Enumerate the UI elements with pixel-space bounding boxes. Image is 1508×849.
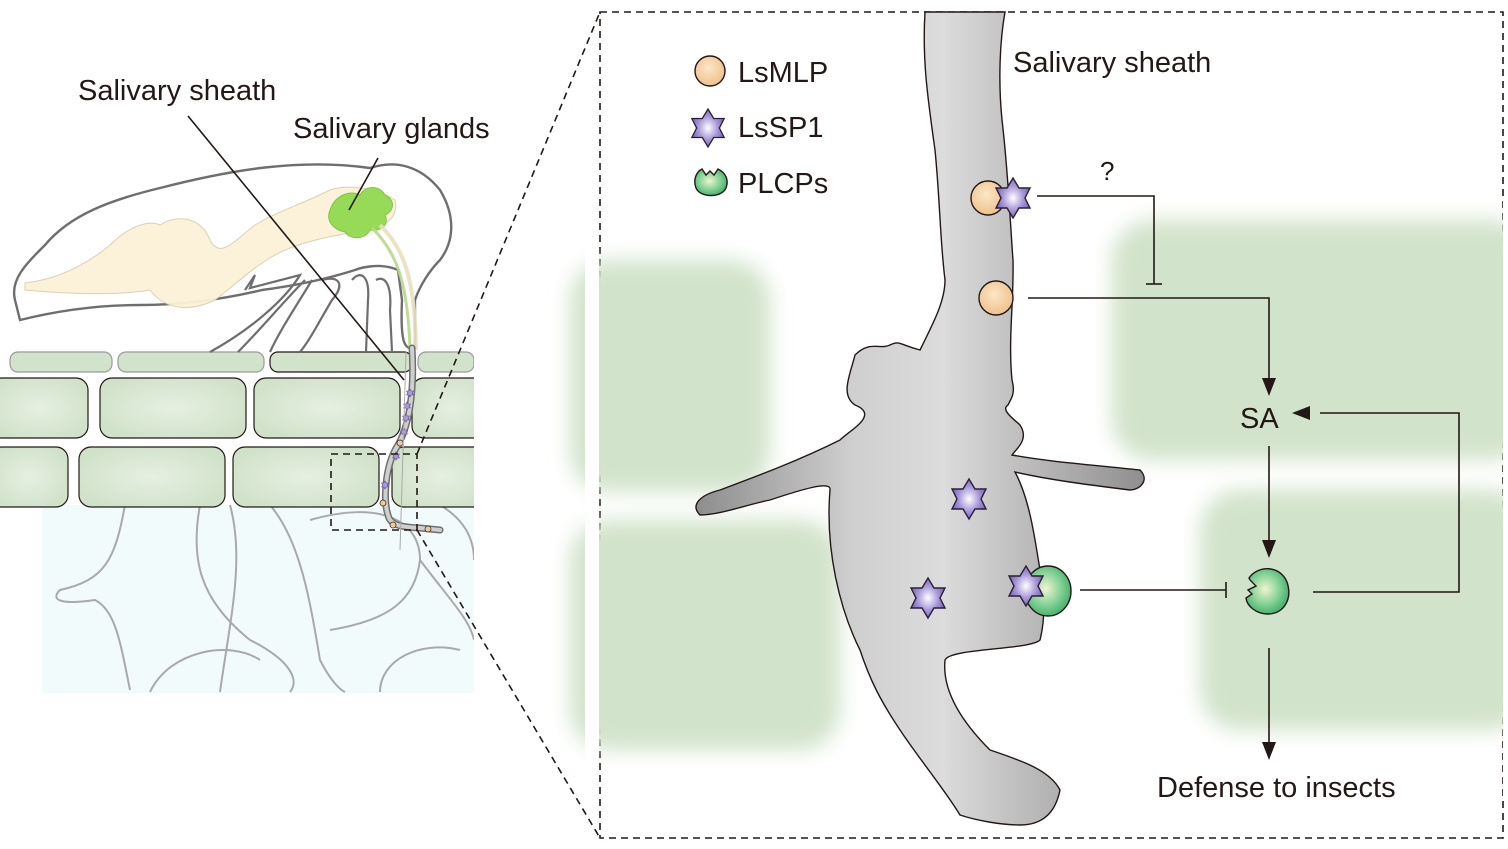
insect-illustration bbox=[12, 163, 453, 353]
legend-label-lsmlp: LsMLP bbox=[738, 57, 828, 89]
mesophyll-cell-outlines bbox=[55, 504, 475, 693]
node-defense-to-insects: Defense to insects bbox=[1157, 772, 1396, 804]
salivary-gland-shape bbox=[328, 187, 393, 239]
legend-label-plcps: PLCPs bbox=[738, 168, 828, 200]
arrow-lsmlp-to-sa bbox=[1028, 297, 1270, 380]
lsmlp-molecule bbox=[970, 180, 1006, 216]
inhibition-line-lssp1-to-lsmlp bbox=[1037, 195, 1155, 284]
label-salivary-glands: Salivary glands bbox=[293, 113, 490, 145]
lsmlp-legend-icon bbox=[694, 55, 726, 87]
salivary-sheath-pointer bbox=[187, 115, 405, 381]
pathway-lines bbox=[1028, 195, 1460, 750]
plant-cells bbox=[0, 351, 493, 508]
blurred-plant-cells bbox=[570, 220, 1508, 750]
plcp-node-icon bbox=[1245, 568, 1290, 615]
arrowheads bbox=[1262, 378, 1310, 760]
zoom-region-box bbox=[330, 453, 418, 531]
label-salivary-sheath-left: Salivary sheath bbox=[78, 75, 276, 107]
question-mark: ? bbox=[1100, 156, 1114, 186]
salivary-glands-pointer bbox=[348, 157, 379, 211]
legend: LsMLP LsSP1 PLCPs bbox=[691, 55, 828, 200]
feedback-plcps-to-sa bbox=[1313, 412, 1460, 593]
salivary-sheath-shape bbox=[695, 11, 1145, 826]
left-panel: Salivary sheath Salivary glands bbox=[0, 11, 601, 839]
mesophyll-region bbox=[42, 505, 474, 693]
node-sa: SA bbox=[1240, 403, 1279, 435]
label-salivary-sheath-right: Salivary sheath bbox=[1013, 47, 1211, 79]
right-panel: LsMLP LsSP1 PLCPs Salivary sheath ? SA D… bbox=[570, 11, 1508, 839]
lsmlp-molecule bbox=[978, 280, 1014, 316]
left-panel-mask bbox=[474, 340, 514, 700]
plcps-legend-icon bbox=[694, 168, 728, 197]
legend-label-lssp1: LsSP1 bbox=[738, 112, 823, 144]
sheath-in-tissue bbox=[379, 344, 444, 551]
zoom-connector-top bbox=[416, 11, 601, 455]
